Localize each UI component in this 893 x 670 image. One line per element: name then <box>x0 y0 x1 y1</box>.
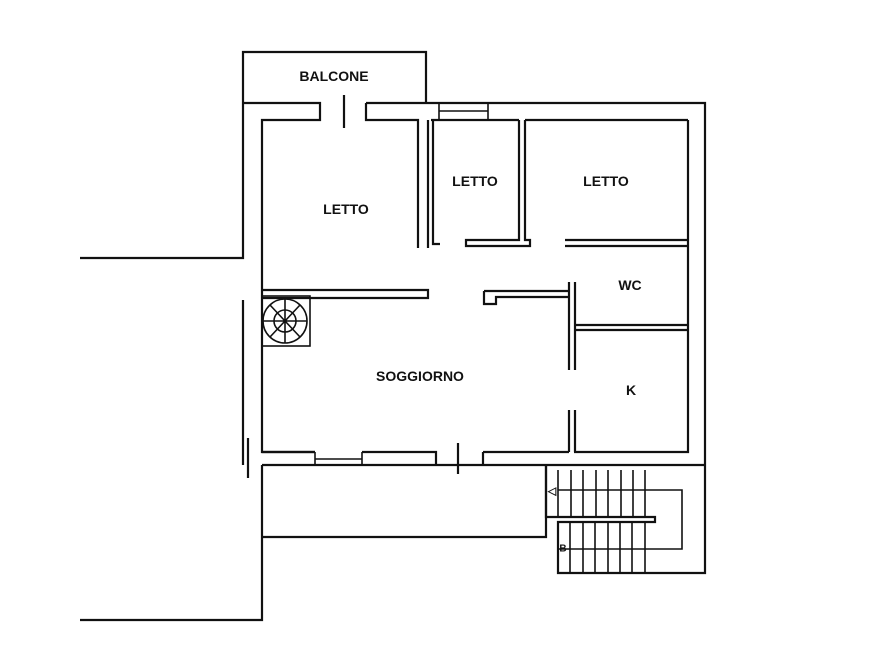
room-label-soggiorno: SOGGIORNO <box>376 368 464 384</box>
room-label-letto-1: LETTO <box>323 201 369 217</box>
room-label-balcone: BALCONE <box>299 68 369 84</box>
stair-down-mark: B <box>559 543 567 555</box>
room-label-letto-3: LETTO <box>583 173 629 189</box>
stair-up-arrow-icon: ◁ <box>547 485 557 498</box>
room-label-wc: WC <box>618 277 642 293</box>
room-label-cucina: K <box>625 382 637 398</box>
room-label-letto-2: LETTO <box>452 173 498 189</box>
